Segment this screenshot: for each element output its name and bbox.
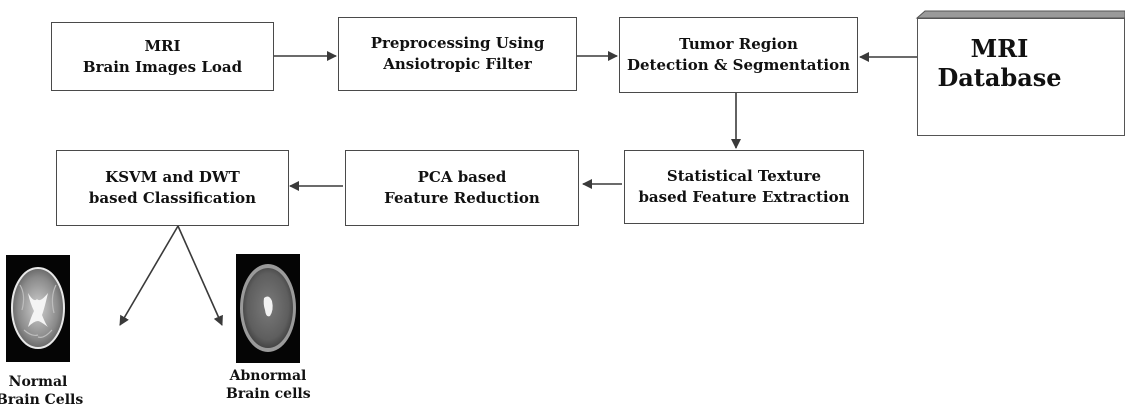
mri-load-line2: Brain Images Load — [82, 57, 243, 76]
abnormal-brain-cells-label: Abnormal Brain cells — [226, 367, 311, 403]
mri-database-line2: Database — [937, 63, 1062, 92]
statistical-line1: Statistical Texture — [666, 167, 822, 185]
mri-database-line1: MRI — [970, 34, 1029, 63]
preprocessing-box: Preprocessing Using Ansiotropic Filter — [338, 17, 577, 91]
pca-line1: PCA based — [417, 168, 507, 186]
statistical-line2: based Feature Extraction — [638, 188, 850, 206]
tumor-region-line2: Detection & Segmentation — [626, 56, 851, 74]
normal-line2: Brain Cells — [0, 392, 84, 408]
pca-box: PCA based Feature Reduction — [345, 150, 579, 226]
ksvm-box: KSVM and DWT based Classification — [56, 150, 289, 226]
ksvm-line2: based Classification — [88, 189, 257, 207]
mri-load-line1: MRI — [144, 36, 181, 55]
ksvm-line1: KSVM and DWT — [105, 168, 240, 186]
normal-line1: Normal — [8, 374, 68, 390]
arrow-ksvm-to-abnormal — [177, 225, 223, 326]
database-top-face — [915, 10, 1125, 19]
normal-brain-mri-image — [6, 255, 70, 362]
abnormal-line1: Abnormal — [229, 368, 307, 384]
pca-line2: Feature Reduction — [384, 189, 540, 207]
preprocessing-line1: Preprocessing Using — [370, 34, 545, 52]
preprocessing-line2: Ansiotropic Filter — [383, 55, 532, 73]
normal-brain-cells-label: Normal Brain Cells — [0, 373, 84, 409]
abnormal-brain-mri-image — [236, 254, 300, 363]
tumor-region-box: Tumor Region Detection & Segmentation — [619, 17, 858, 93]
abnormal-line2: Brain cells — [226, 386, 311, 402]
mri-database-label: MRI Database — [922, 34, 1077, 92]
statistical-texture-box: Statistical Texture based Feature Extrac… — [624, 150, 864, 224]
tumor-region-line1: Tumor Region — [679, 35, 798, 53]
mri-load-box: MRI Brain Images Load — [51, 22, 274, 91]
arrow-ksvm-to-normal — [119, 225, 179, 326]
